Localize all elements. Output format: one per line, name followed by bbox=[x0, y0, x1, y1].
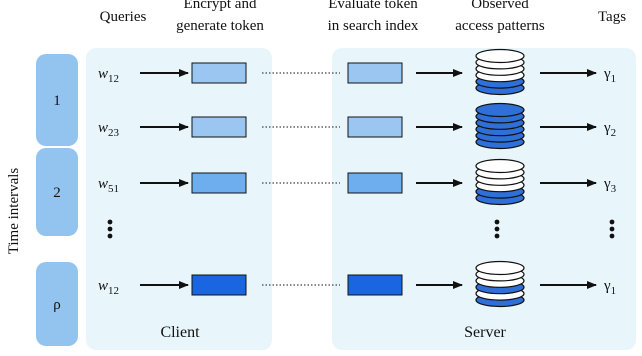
query-row: w51 γ3 bbox=[98, 158, 617, 206]
query-label: w51 bbox=[98, 176, 119, 195]
header-tags: Tags bbox=[598, 9, 626, 25]
time-intervals-label: Time intervals bbox=[6, 168, 22, 255]
header-queries: Queries bbox=[100, 9, 147, 25]
client-token bbox=[191, 274, 247, 296]
header-encrypt-line2: generate token bbox=[176, 18, 264, 34]
header-observed-line2: access patterns bbox=[455, 18, 545, 34]
interval-label-3: ρ bbox=[53, 297, 61, 313]
server-token bbox=[347, 172, 403, 194]
interval-2 bbox=[36, 148, 78, 236]
query-row: w12 γ1 bbox=[98, 260, 616, 308]
tag-label: γ1 bbox=[603, 66, 616, 85]
disk-stack-icon bbox=[475, 158, 525, 206]
client-label: Client bbox=[160, 324, 200, 341]
server-token bbox=[347, 62, 403, 84]
interval-label-1: 1 bbox=[53, 93, 61, 109]
tag-label: γ1 bbox=[603, 278, 616, 297]
disk-stack-icon bbox=[475, 260, 525, 308]
client-token bbox=[191, 62, 247, 84]
client-region bbox=[86, 48, 272, 350]
vertical-ellipsis-icon bbox=[107, 219, 113, 239]
header-encrypt-line1: Encrypt and bbox=[184, 0, 257, 12]
header-evaluate-line2: in search index bbox=[328, 18, 419, 34]
interval-label-2: 2 bbox=[53, 185, 61, 201]
interval-3 bbox=[36, 262, 78, 346]
interval-1 bbox=[36, 54, 78, 146]
query-row: w12 γ1 bbox=[98, 48, 616, 96]
server-token bbox=[347, 116, 403, 138]
client-token bbox=[191, 116, 247, 138]
vertical-ellipsis-icon bbox=[609, 219, 615, 239]
disk-stack-icon bbox=[475, 48, 525, 96]
tag-label: γ3 bbox=[603, 176, 617, 195]
header-evaluate-line1: Evaluate token bbox=[328, 0, 418, 12]
disk-stack-icon bbox=[475, 102, 525, 150]
vertical-ellipsis-icon bbox=[494, 219, 500, 239]
header-observed-line1: Observed bbox=[471, 0, 529, 12]
tag-label: γ2 bbox=[603, 120, 616, 139]
query-label: w12 bbox=[98, 66, 119, 85]
query-label: w12 bbox=[98, 278, 119, 297]
server-token bbox=[347, 274, 403, 296]
query-row: w23 γ2 bbox=[98, 102, 616, 150]
query-label: w23 bbox=[98, 120, 120, 139]
client-token bbox=[191, 172, 247, 194]
server-label: Server bbox=[464, 324, 506, 341]
